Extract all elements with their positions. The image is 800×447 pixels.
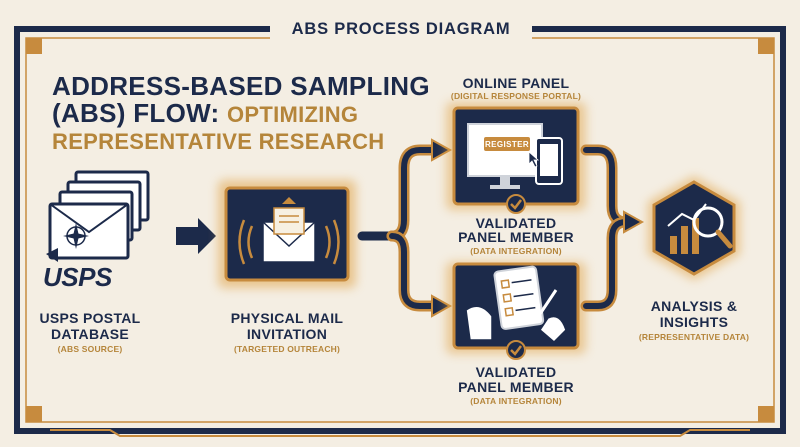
mail-label-line-1: PHYSICAL MAIL [230,310,344,326]
checkmark-bottom-icon [506,340,526,360]
mail-label-line-2: INVITATION [246,326,328,342]
usps-sub-label: (ABS SOURCE) [57,344,123,354]
merge-connector [580,144,632,312]
validated-top-sub-label: (DATA INTEGRATION) [470,246,562,256]
compass-rose-icon [63,223,89,249]
heading-line-3: REPRESENTATIVE RESEARCH [52,129,385,154]
mail-sub-label: (TARGETED OUTREACH) [233,344,341,354]
arrow-usps-to-mail [176,218,216,254]
validated-top-label-line-1: VALIDATED [475,215,557,231]
diagram-header-title: ABS PROCESS DIAGRAM [270,14,532,44]
diagram-heading: ADDRESS-BASED SAMPLING (ABS) FLOW: OPTIM… [52,73,430,155]
usps-logo: USPS [43,262,112,292]
usps-envelopes-icon [46,170,150,262]
usps-label-line-1: USPS POSTAL [39,310,141,326]
register-button-graphic: REGISTER [484,137,530,151]
checkmark-top-icon [506,194,526,214]
usps-label-line-2: DATABASE [50,326,130,342]
analysis-sub-label: (REPRESENTATIVE DATA) [638,332,750,342]
validated-bottom-label-line-2: PANEL MEMBER [458,379,574,395]
validated-bottom-label-line-1: VALIDATED [475,364,557,380]
analysis-node-icon [648,176,740,280]
branch-connector [357,144,440,312]
analysis-label-line-2: INSIGHTS [659,314,729,330]
validated-top-label-line-2: PANEL MEMBER [458,229,574,245]
heading-line-2: (ABS) FLOW: OPTIMIZING [52,100,430,128]
heading-line-2-gold: OPTIMIZING [226,102,359,127]
heading-line-2-navy: (ABS) FLOW: [52,98,220,128]
online-panel-sub-label: (DIGITAL RESPONSE PORTAL) [450,91,582,101]
mail-node-icon [218,180,356,288]
validated-bottom-sub-label: (DATA INTEGRATION) [470,396,562,406]
tablet-panel-node-icon [446,262,586,354]
analysis-label-line-1: ANALYSIS & [650,298,738,314]
online-panel-label: ONLINE PANEL [462,75,570,91]
heading-line-1: ADDRESS-BASED SAMPLING [52,71,430,101]
online-panel-node-icon [446,102,586,210]
